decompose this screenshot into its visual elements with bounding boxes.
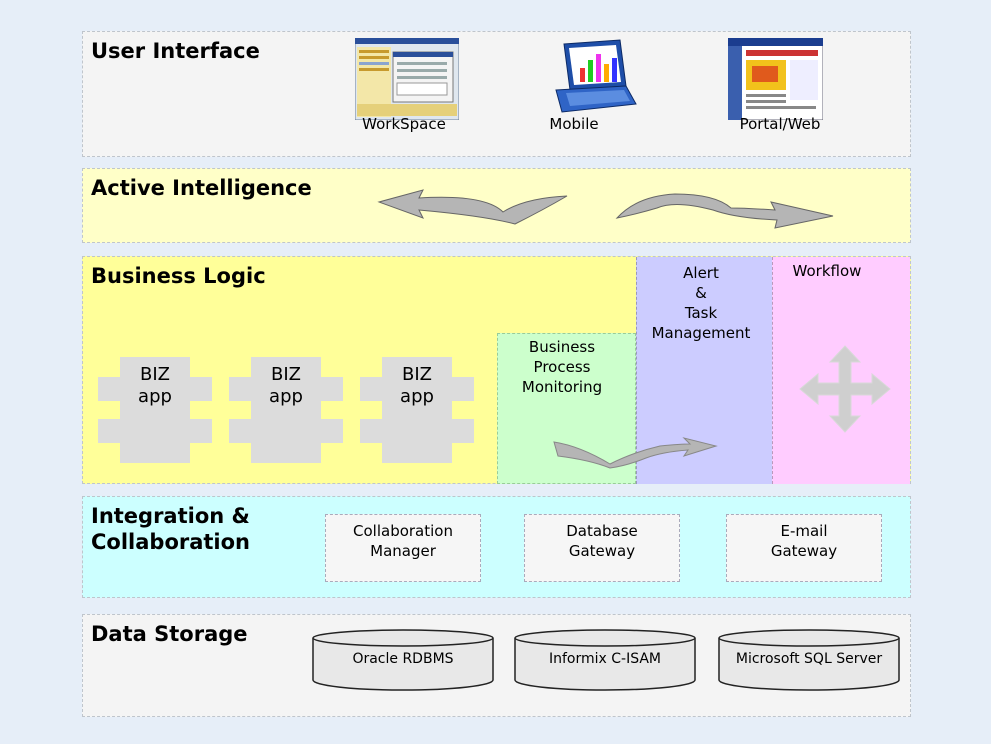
database-label: Microsoft SQL Server bbox=[735, 651, 883, 667]
box-label-line: E-mail bbox=[780, 522, 828, 540]
bpm-label-line: Business bbox=[528, 338, 596, 356]
ui-item-label: Mobile bbox=[549, 115, 599, 133]
biz-app-label: BIZ app bbox=[229, 336, 343, 408]
database-label: Informix C-ISAM bbox=[548, 651, 662, 667]
alert-label-line: Management bbox=[651, 324, 751, 342]
biz-app-puzzle-icon bbox=[98, 357, 212, 463]
biz-app-line: app bbox=[269, 386, 303, 407]
ui-item-label: Portal/Web bbox=[739, 115, 821, 133]
box-label-line: Database bbox=[566, 522, 638, 540]
four-way-arrow-icon bbox=[799, 345, 891, 433]
alert-label-line: Alert bbox=[683, 264, 719, 282]
box-label-line: Collaboration bbox=[353, 522, 453, 540]
biz-app-line: BIZ bbox=[271, 364, 301, 385]
layer-title: Business Logic bbox=[91, 264, 266, 288]
layer-title: Data Storage bbox=[91, 622, 248, 646]
database-gateway-box: Database Gateway bbox=[524, 514, 680, 582]
bpm-label: Business Process Monitoring bbox=[497, 337, 627, 397]
biz-app-puzzle-icon bbox=[360, 357, 474, 463]
ui-item-label: WorkSpace bbox=[362, 115, 446, 133]
layer-title-line: Collaboration bbox=[91, 530, 251, 554]
layer-title: User Interface bbox=[91, 39, 260, 63]
alert-label: Alert & Task Management bbox=[640, 263, 762, 343]
layer-title: Active Intelligence bbox=[91, 176, 312, 200]
biz-app-line: app bbox=[138, 386, 172, 407]
portal-screenshot-icon bbox=[728, 38, 823, 120]
biz-app-line: BIZ bbox=[140, 364, 170, 385]
laptop-icon bbox=[555, 39, 637, 113]
biz-app-label: BIZ app bbox=[360, 336, 474, 408]
database-cylinder-icon bbox=[312, 629, 494, 691]
biz-app-line: app bbox=[400, 386, 434, 407]
biz-app-puzzle-icon bbox=[229, 357, 343, 463]
layer-title-line: Integration & bbox=[91, 504, 250, 528]
workflow-label: Workflow bbox=[792, 262, 862, 280]
alert-label-line: & bbox=[695, 284, 707, 302]
biz-app-line: BIZ bbox=[402, 364, 432, 385]
layer-title: Integration & Collaboration bbox=[91, 503, 250, 555]
alert-label-line: Task bbox=[684, 304, 718, 322]
bpm-feedback-arrow-icon bbox=[553, 437, 718, 469]
box-label-line: Gateway bbox=[770, 542, 838, 560]
biz-app-label: BIZ app bbox=[98, 336, 212, 408]
box-label-line: Gateway bbox=[568, 542, 636, 560]
collaboration-manager-box: Collaboration Manager bbox=[325, 514, 481, 582]
email-gateway-box: E-mail Gateway bbox=[726, 514, 882, 582]
cycle-arrows-icon bbox=[377, 189, 834, 229]
bpm-panel bbox=[497, 333, 636, 484]
database-cylinder-icon bbox=[718, 629, 900, 691]
database-cylinder-icon bbox=[514, 629, 696, 691]
bpm-label-line: Monitoring bbox=[521, 378, 603, 396]
workspace-screenshot-icon bbox=[355, 38, 459, 120]
box-label-line: Manager bbox=[370, 542, 436, 560]
bpm-label-line: Process bbox=[533, 358, 591, 376]
database-label: Oracle RDBMS bbox=[352, 651, 454, 667]
